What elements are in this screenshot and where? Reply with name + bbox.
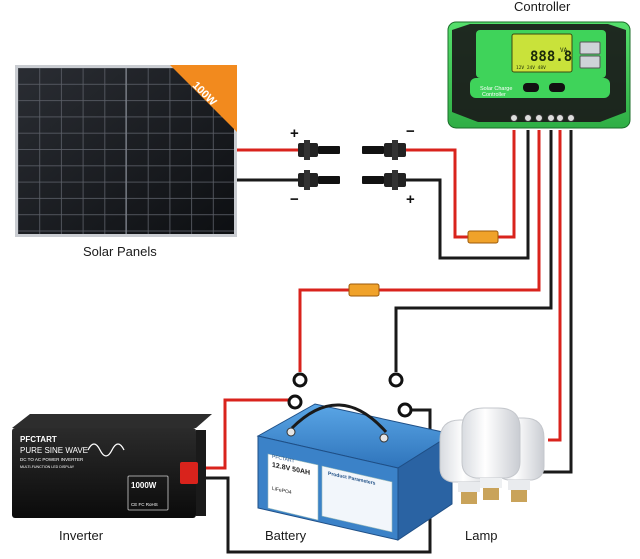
sine-wave-icon xyxy=(87,443,125,457)
controller-button-left xyxy=(523,83,539,92)
pv-fused-to-controller-wire xyxy=(497,130,516,239)
controller-lcd xyxy=(511,33,573,73)
inverter-product: PURE SINE WAVE xyxy=(20,446,88,455)
ring-terminal-batt-pos xyxy=(292,372,308,388)
pv-plus-sign: + xyxy=(406,191,415,208)
pv-negative-to-controller-wire xyxy=(405,148,470,239)
charge-controller: 888.8 VA 12V 24V 48V Solar Charge Contro… xyxy=(447,21,631,129)
solar-panels-caption: Solar Panels xyxy=(83,244,157,259)
battery-chemistry: LiFePO4 xyxy=(272,486,292,496)
inverter-power: 1000W xyxy=(131,481,157,490)
mc4-connector-left-bottom xyxy=(298,170,340,190)
fuse-pv xyxy=(467,230,499,244)
mc4-connector-right-bottom xyxy=(362,170,406,190)
battery-positive-wire-b xyxy=(298,288,350,372)
controller-terminals xyxy=(510,114,575,122)
controller-button-right xyxy=(549,83,565,92)
solar-panel: 100W xyxy=(15,65,237,237)
inverter-certs: CE FC RoHS xyxy=(131,502,158,507)
battery: 12.8V 50AH LiFePO4 PFCTART Product Param… xyxy=(256,403,454,541)
inverter-brand: PFCTART xyxy=(20,435,57,444)
load-positive-wire xyxy=(548,130,562,442)
inverter-subtitle: DC TO AC POWER INVERTER xyxy=(20,457,84,462)
controller-lcd-value: 888.8 xyxy=(530,49,572,65)
battery-positive-wire xyxy=(378,130,541,292)
controller-lcd-units: VA xyxy=(560,47,568,54)
battery-params-panel xyxy=(321,465,393,533)
panel-minus-sign: − xyxy=(290,191,299,208)
battery-caption: Battery xyxy=(265,528,307,543)
inverter: PFCTART PURE SINE WAVE DC TO AC POWER IN… xyxy=(12,414,212,518)
load-negative-wire xyxy=(540,130,573,474)
pv-minus-sign: − xyxy=(406,123,415,140)
lamp xyxy=(439,407,545,504)
bulb-center xyxy=(461,407,521,500)
ring-terminal-inv-pos xyxy=(287,394,303,410)
fuse-battery xyxy=(348,283,380,297)
mc4-connector-right-top xyxy=(362,140,406,160)
ring-terminal-inv-neg xyxy=(397,402,413,418)
usb-port-1 xyxy=(579,41,601,55)
lamp-caption: Lamp xyxy=(465,528,498,543)
ring-terminal-batt-neg xyxy=(388,372,404,388)
controller-caption: Controller xyxy=(514,0,571,14)
panel-plus-sign: + xyxy=(290,125,299,142)
pv-positive-to-controller-wire xyxy=(405,130,530,260)
battery-negative-wire xyxy=(394,130,553,372)
battery-brand: PFCTART xyxy=(272,454,295,465)
inverter-terminal xyxy=(180,462,198,484)
inverter-caption: Inverter xyxy=(59,528,104,543)
inverter-spec-plate xyxy=(127,475,169,511)
inverter-positive-wire xyxy=(196,398,290,470)
controller-brand-1: Solar Charge xyxy=(480,86,512,92)
inverter-negative-wire xyxy=(196,408,432,554)
usb-port-2 xyxy=(579,55,601,69)
controller-lcd-voltages: 12V 24V 48V xyxy=(516,65,546,71)
mc4-connector-left-top xyxy=(298,140,340,160)
inverter-subtitle-2: MULTI-FUNCTION LED DISPLAY xyxy=(20,465,75,469)
wires xyxy=(196,130,573,554)
controller-brand-2: Controller xyxy=(482,92,506,98)
